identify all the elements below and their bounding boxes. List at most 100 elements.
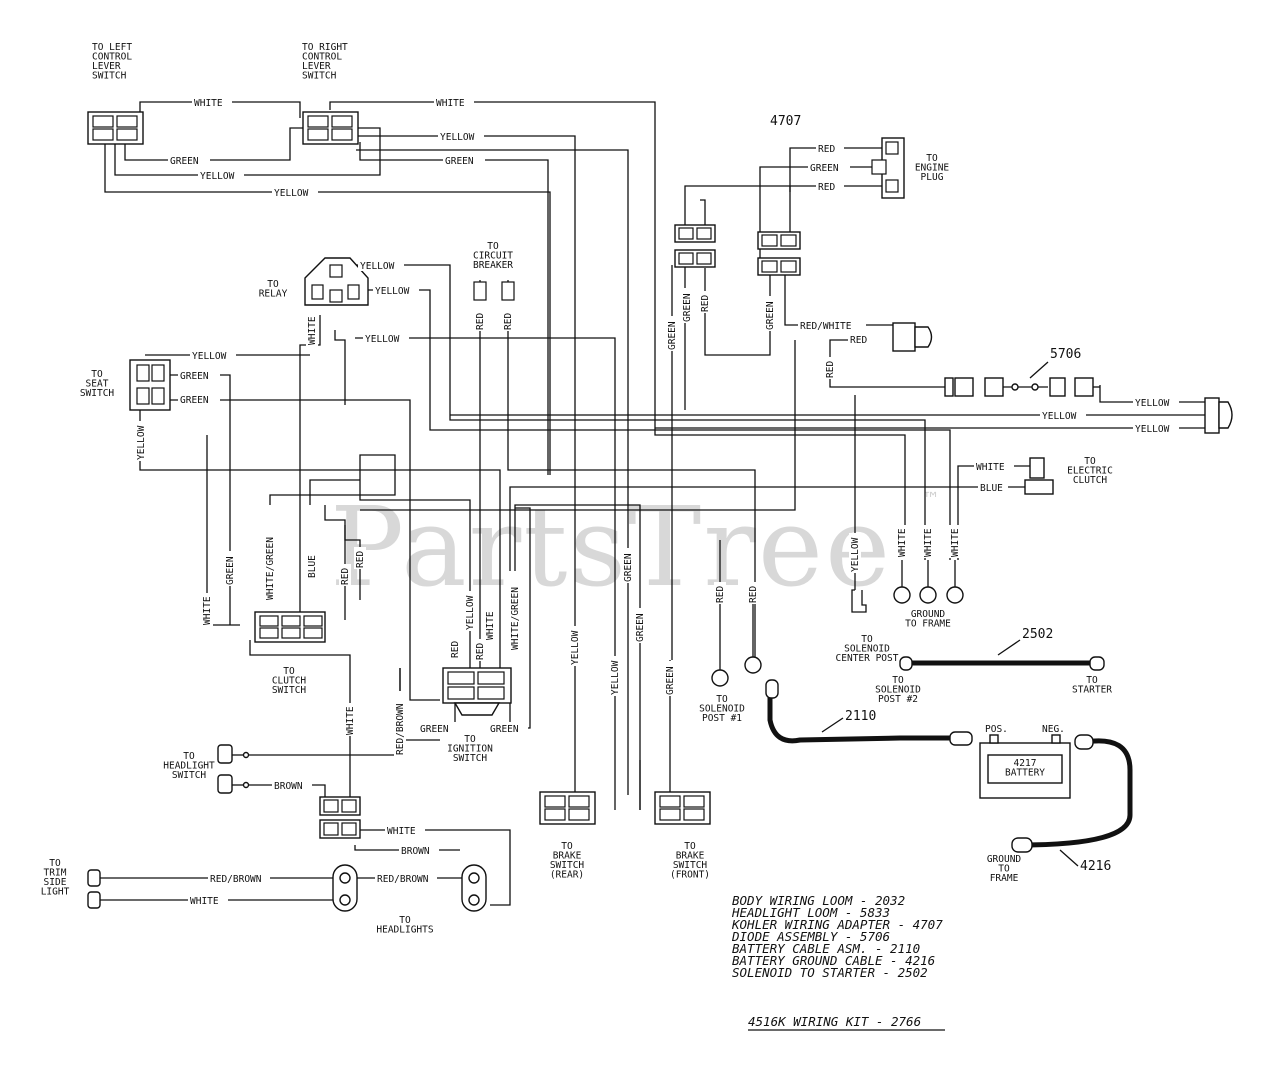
wire-label: YELLOW	[850, 537, 861, 572]
part-number-2502: 2502	[1022, 627, 1053, 642]
wire-label: RED	[355, 551, 366, 568]
wire-label: BLUE	[980, 483, 1003, 494]
wire-label: RED	[340, 568, 351, 585]
solenoid-post1-terminals[interactable]	[711, 595, 779, 699]
wire-label: GREEN	[623, 553, 634, 582]
legend-line: HEADLIGHT LOOM - 5833	[731, 905, 890, 920]
wire-label: YELLOW	[465, 595, 476, 630]
legend-line: BODY WIRING LOOM - 2032	[732, 893, 905, 908]
red-white-bullet[interactable]	[892, 322, 933, 352]
wire-label: YELLOW	[1042, 411, 1077, 422]
wire-label: RED/WHITE	[800, 321, 852, 332]
wire-label: GREEN	[765, 301, 776, 330]
wire-label: WHITE	[307, 316, 318, 345]
relay-connector[interactable]	[304, 257, 369, 306]
wire-label: WHITE	[345, 706, 356, 735]
engine-plug-connector[interactable]	[871, 137, 905, 199]
wire-label: RED	[748, 586, 759, 603]
battery[interactable]	[979, 734, 1071, 799]
wire-label: GREEN	[170, 156, 199, 167]
wire-labels: WHITE WHITE YELLOW GREEN GREEN YELLOW YE…	[135, 96, 1179, 907]
wire-label: RED	[818, 144, 835, 155]
wire-label: GREEN	[180, 395, 209, 406]
wire-label: RED	[825, 361, 836, 378]
legend-line: DIODE ASSEMBLY - 5706	[731, 929, 890, 944]
wire-label: RED/BROWN	[395, 703, 406, 755]
ground-cable-4216	[1017, 738, 1133, 848]
wire-label: GREEN	[810, 163, 839, 174]
wire-label: BROWN	[274, 781, 303, 792]
solenoid-center-terminal[interactable]	[851, 589, 867, 613]
wire-label: YELLOW	[192, 351, 227, 362]
electric-clutch-connector[interactable]	[1024, 457, 1054, 495]
wire-label: RED	[475, 643, 486, 660]
wire-label: GREEN	[665, 666, 676, 695]
wire-label: WHITE	[950, 528, 961, 557]
trim-side-light-plugs[interactable]	[87, 869, 101, 909]
wire-label: WHITE	[485, 611, 496, 640]
wire-label: YELLOW	[375, 286, 410, 297]
wire-label: WHITE	[190, 896, 219, 907]
yellow-end-connector[interactable]	[1204, 397, 1233, 434]
legend-line: BATTERY GROUND CABLE - 4216	[732, 953, 935, 968]
brake-rear-connector[interactable]	[539, 791, 596, 825]
wire-label: YELLOW	[274, 188, 309, 199]
left-lever-connector[interactable]	[87, 111, 144, 145]
battery-pos-label: POS.	[985, 724, 1008, 735]
wire-label: YELLOW	[365, 334, 400, 345]
wire-label: YELLOW	[360, 261, 395, 272]
wire-label: GREEN	[667, 321, 678, 350]
wire-label: WHITE	[194, 98, 223, 109]
wire-label: GREEN	[225, 556, 236, 585]
wire-label: WHITE/GREEN	[510, 587, 521, 650]
wire-label: WHITE	[387, 826, 416, 837]
legend-line: SOLENOID TO STARTER - 2502	[732, 965, 928, 980]
wire-label: WHITE	[202, 596, 213, 625]
wire-label: WHITE	[976, 462, 1005, 473]
cable-ends[interactable]	[899, 656, 1105, 853]
watermark: PartsTree	[330, 483, 892, 611]
diode-assembly[interactable]	[944, 377, 1100, 397]
wire-label: GREEN	[490, 724, 519, 735]
circuit-breaker-terminals[interactable]	[473, 281, 515, 301]
headlight-loom-connectors[interactable]	[319, 796, 361, 839]
battery-cable-2110	[767, 687, 958, 744]
wire-label: WHITE	[923, 528, 934, 557]
ground-ring-terminals[interactable]	[893, 560, 964, 604]
legend-line: BATTERY CABLE ASM. - 2110	[732, 941, 920, 956]
wire-label: YELLOW	[440, 132, 475, 143]
clutch-switch-connector[interactable]	[254, 611, 326, 643]
wire-label: BLUE	[307, 555, 318, 578]
adapter-connectors[interactable]	[674, 224, 801, 276]
part-number-4707: 4707	[770, 114, 801, 129]
headlight-switch-plugs[interactable]	[217, 744, 250, 794]
brake-front-connector[interactable]	[654, 791, 711, 825]
wire-label: RED	[475, 313, 486, 330]
wire-label: BROWN	[401, 846, 430, 857]
seat-switch-connector[interactable]	[129, 359, 171, 411]
part-number-5706: 5706	[1050, 347, 1081, 362]
headlight-lamps[interactable]	[332, 864, 487, 912]
parts-legend: BODY WIRING LOOM - 2032 HEADLIGHT LOOM -…	[731, 893, 943, 980]
ignition-switch-connector[interactable]	[442, 667, 512, 716]
wire-label: WHITE/GREEN	[265, 537, 276, 600]
right-lever-connector[interactable]	[302, 111, 359, 145]
wire-label: YELLOW	[610, 660, 621, 695]
wire-label: RED/BROWN	[210, 874, 262, 885]
